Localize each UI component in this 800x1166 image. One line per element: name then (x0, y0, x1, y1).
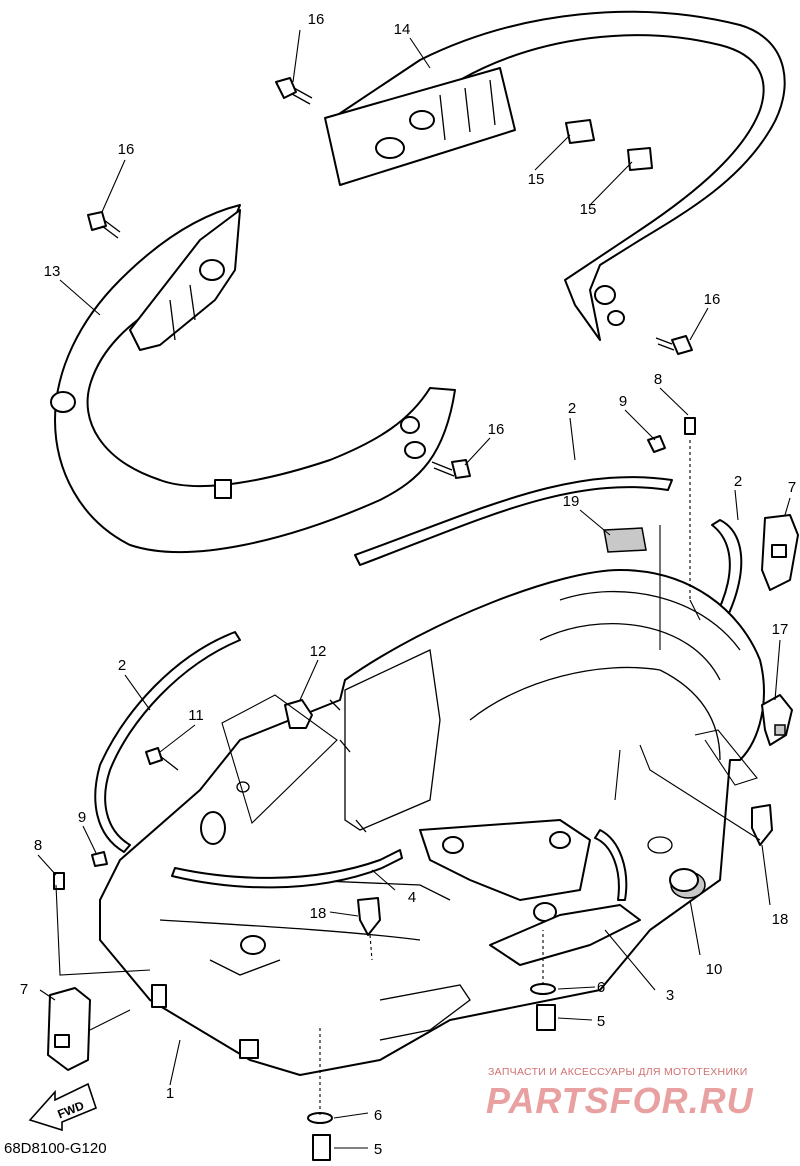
part-9-screws (91, 435, 666, 867)
part-10-grommet (669, 868, 706, 899)
callout-5: 5 (374, 1141, 382, 1158)
part-5-bolts (312, 1004, 556, 1161)
callout-18: 18 (310, 905, 327, 922)
assembly-lines (55, 440, 761, 1115)
part-7-clip-rear (761, 514, 799, 591)
callout-11: 11 (188, 707, 204, 724)
part-3-side-seal (594, 829, 628, 901)
watermark-caption: ЗАПЧАСТИ И АКСЕССУАРЫ ДЛЯ МОТОТЕХНИКИ (488, 1066, 748, 1078)
watermark-logo: PARTSFOR.RU (486, 1080, 754, 1121)
part-11-screw (145, 747, 179, 771)
part-19-label (603, 527, 647, 553)
callout-6: 6 (374, 1107, 382, 1124)
callout-9: 9 (619, 393, 627, 410)
diagram-code: 68D8100-G120 (4, 1140, 107, 1157)
callout-16: 16 (488, 421, 505, 438)
part-12-clamp (284, 699, 313, 729)
callout-15: 15 (528, 171, 545, 188)
callout-7: 7 (20, 981, 28, 998)
callout-16: 16 (704, 291, 721, 308)
callout-18: 18 (772, 911, 789, 928)
callout-10: 10 (706, 961, 723, 978)
callout-7: 7 (788, 479, 796, 496)
callout-17: 17 (772, 621, 789, 638)
callout-1: 1 (166, 1085, 174, 1102)
callout-3: 3 (666, 987, 674, 1004)
part-15-pads (565, 119, 653, 171)
part-17-clamp (761, 694, 793, 746)
part-7-clip-front (47, 987, 91, 1071)
callout-15: 15 (580, 201, 597, 218)
callout-16: 16 (118, 141, 135, 158)
part-16-bolts (87, 77, 693, 479)
part-13-front-cover-frame (50, 204, 456, 554)
callout-2: 2 (568, 400, 576, 417)
callout-19: 19 (563, 493, 580, 510)
part-8-nuts (53, 417, 696, 890)
callout-2: 2 (734, 473, 742, 490)
callout-5: 5 (597, 1013, 605, 1030)
callout-13: 13 (44, 263, 61, 280)
callout-9: 9 (78, 809, 86, 826)
callout-2: 2 (118, 657, 126, 674)
callout-14: 14 (394, 21, 411, 38)
callout-labels: 16 14 16 15 15 13 16 8 9 2 16 2 7 19 17 … (20, 11, 796, 1158)
leader-lines (37, 29, 791, 1149)
callout-8: 8 (34, 837, 42, 854)
part-14-upper-cover-frame (324, 10, 786, 341)
fwd-arrow-icon: FWD (28, 1082, 97, 1132)
callout-16: 16 (308, 11, 325, 28)
part-18-cable-holders (357, 804, 773, 936)
callout-6: 6 (597, 979, 605, 996)
part-4-inner-seal (171, 849, 403, 889)
callout-8: 8 (654, 371, 662, 388)
part-1-bottom-cowling (99, 569, 765, 1076)
callout-12: 12 (310, 643, 327, 660)
callout-4: 4 (408, 889, 416, 906)
